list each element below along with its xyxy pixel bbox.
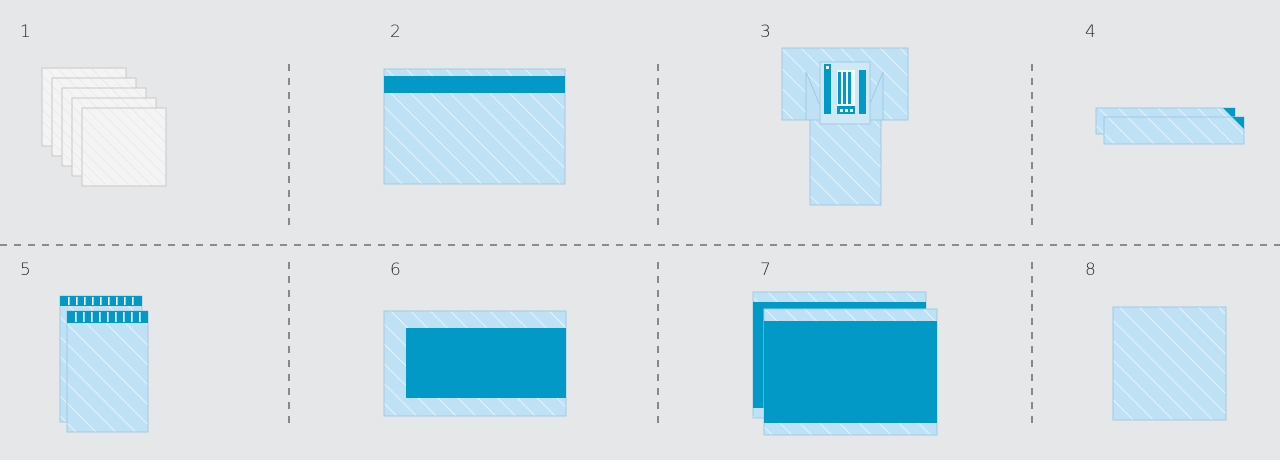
drape-strip-illustration (383, 68, 566, 185)
blue-center-drape-illustration (383, 310, 567, 417)
panel-label-4: 4 (1085, 22, 1096, 42)
folded-towels-illustration (1095, 107, 1245, 145)
panel-label-3: 3 (760, 22, 771, 42)
white-pads-illustration (41, 67, 167, 187)
panel-label-7: 7 (760, 260, 771, 280)
drape-pocket-illustration (781, 47, 909, 206)
panel-label-6: 6 (390, 260, 401, 280)
panel-label-5: 5 (20, 260, 31, 280)
panel-label-8: 8 (1085, 260, 1096, 280)
square-drape-illustration (1112, 306, 1227, 421)
divider-lines (0, 64, 1280, 428)
tab-drapes-illustration (59, 295, 149, 433)
panel-label-2: 2 (390, 22, 401, 42)
stacked-blue-drapes-illustration (752, 291, 938, 436)
panel-label-1: 1 (20, 22, 31, 42)
